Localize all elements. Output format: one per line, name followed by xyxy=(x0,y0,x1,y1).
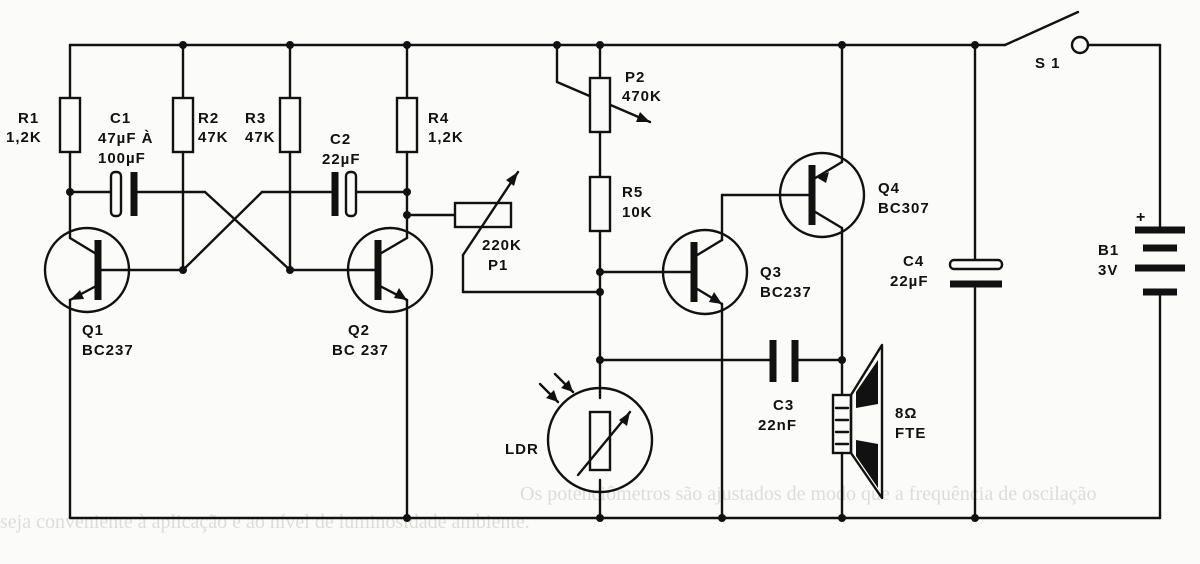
resistor-r2 xyxy=(171,96,195,154)
label-speaker-name: FTE xyxy=(895,425,926,442)
resistor-r1 xyxy=(58,96,82,154)
label-ldr: LDR xyxy=(505,441,539,458)
background-text-line2: seja conveniente à aplicação e ao nível … xyxy=(0,511,530,533)
label-r3-value: 47K xyxy=(245,129,276,146)
capacitor-c3 xyxy=(769,340,846,382)
resistor-r5 xyxy=(588,175,612,233)
label-p1-value: 220K xyxy=(482,237,522,254)
label-q1-type: BC237 xyxy=(82,342,134,359)
label-q2-type: BC 237 xyxy=(332,342,389,359)
transistor-q4 xyxy=(778,41,866,397)
label-c3-name: C3 xyxy=(773,397,794,414)
label-c4-value: 22µF xyxy=(890,273,929,290)
multivibrator-wiring xyxy=(58,41,419,522)
background-text: Os potenciômetros são ajustados de modo … xyxy=(0,483,1096,533)
switch-s1-contact xyxy=(1070,35,1090,55)
label-b1-polarity: + xyxy=(1136,209,1146,226)
transistor-q2 xyxy=(346,226,434,314)
resistor-r3 xyxy=(278,96,302,154)
label-c3-value: 22nF xyxy=(758,417,797,434)
label-c1-value2: 100µF xyxy=(98,150,146,167)
label-r4-name: R4 xyxy=(428,110,449,127)
label-q3-type: BC237 xyxy=(760,284,812,301)
label-r2-value: 47K xyxy=(198,129,229,146)
label-r1-value: 1,2K xyxy=(6,129,42,146)
label-s1: S 1 xyxy=(1035,55,1061,72)
light-sensor-wiring xyxy=(553,41,772,522)
component-labels: R1 1,2K C1 47µF À 100µF R2 47K R3 47K C2… xyxy=(6,55,1146,458)
battery-b1 xyxy=(1135,226,1185,296)
label-c2-name: C2 xyxy=(330,131,351,148)
capacitor-c2-plate-b xyxy=(344,170,358,218)
label-c1-name: C1 xyxy=(110,110,131,127)
label-r2-name: R2 xyxy=(198,110,219,127)
label-r1-name: R1 xyxy=(18,110,39,127)
label-p2-value: 470K xyxy=(622,88,662,105)
ldr xyxy=(538,372,654,494)
label-q4-type: BC307 xyxy=(878,200,930,217)
capacitor-c4 xyxy=(948,41,1004,522)
label-c2-value: 22µF xyxy=(322,151,361,168)
speaker-fte xyxy=(831,343,884,522)
resistor-r4 xyxy=(395,96,419,154)
background-text-line1: Os potenciômetros são ajustados de modo … xyxy=(520,483,1096,505)
capacitor-c1-plate-a xyxy=(109,170,123,218)
label-r5-name: R5 xyxy=(622,184,643,201)
label-q1-name: Q1 xyxy=(82,322,104,339)
label-b1-name: B1 xyxy=(1098,242,1119,259)
label-c1-value1: 47µF À xyxy=(98,130,154,147)
potentiometer-p1 xyxy=(405,170,602,294)
transistor-q1 xyxy=(43,226,131,314)
label-b1-value: 3V xyxy=(1098,262,1118,279)
label-speaker-impedance: 8Ω xyxy=(895,405,917,422)
label-r3-name: R3 xyxy=(245,110,266,127)
label-q4-name: Q4 xyxy=(878,180,900,197)
label-r4-value: 1,2K xyxy=(428,129,464,146)
label-p2-name: P2 xyxy=(625,69,645,86)
label-r5-value: 10K xyxy=(622,204,653,221)
label-q3-name: Q3 xyxy=(760,264,782,281)
transistor-q3 xyxy=(661,193,782,522)
switch-s1-lever xyxy=(1003,10,1080,47)
label-p1-name: P1 xyxy=(488,257,508,274)
label-q2-name: Q2 xyxy=(348,322,370,339)
potentiometer-p2 xyxy=(588,76,612,134)
label-c4-name: C4 xyxy=(903,253,924,270)
